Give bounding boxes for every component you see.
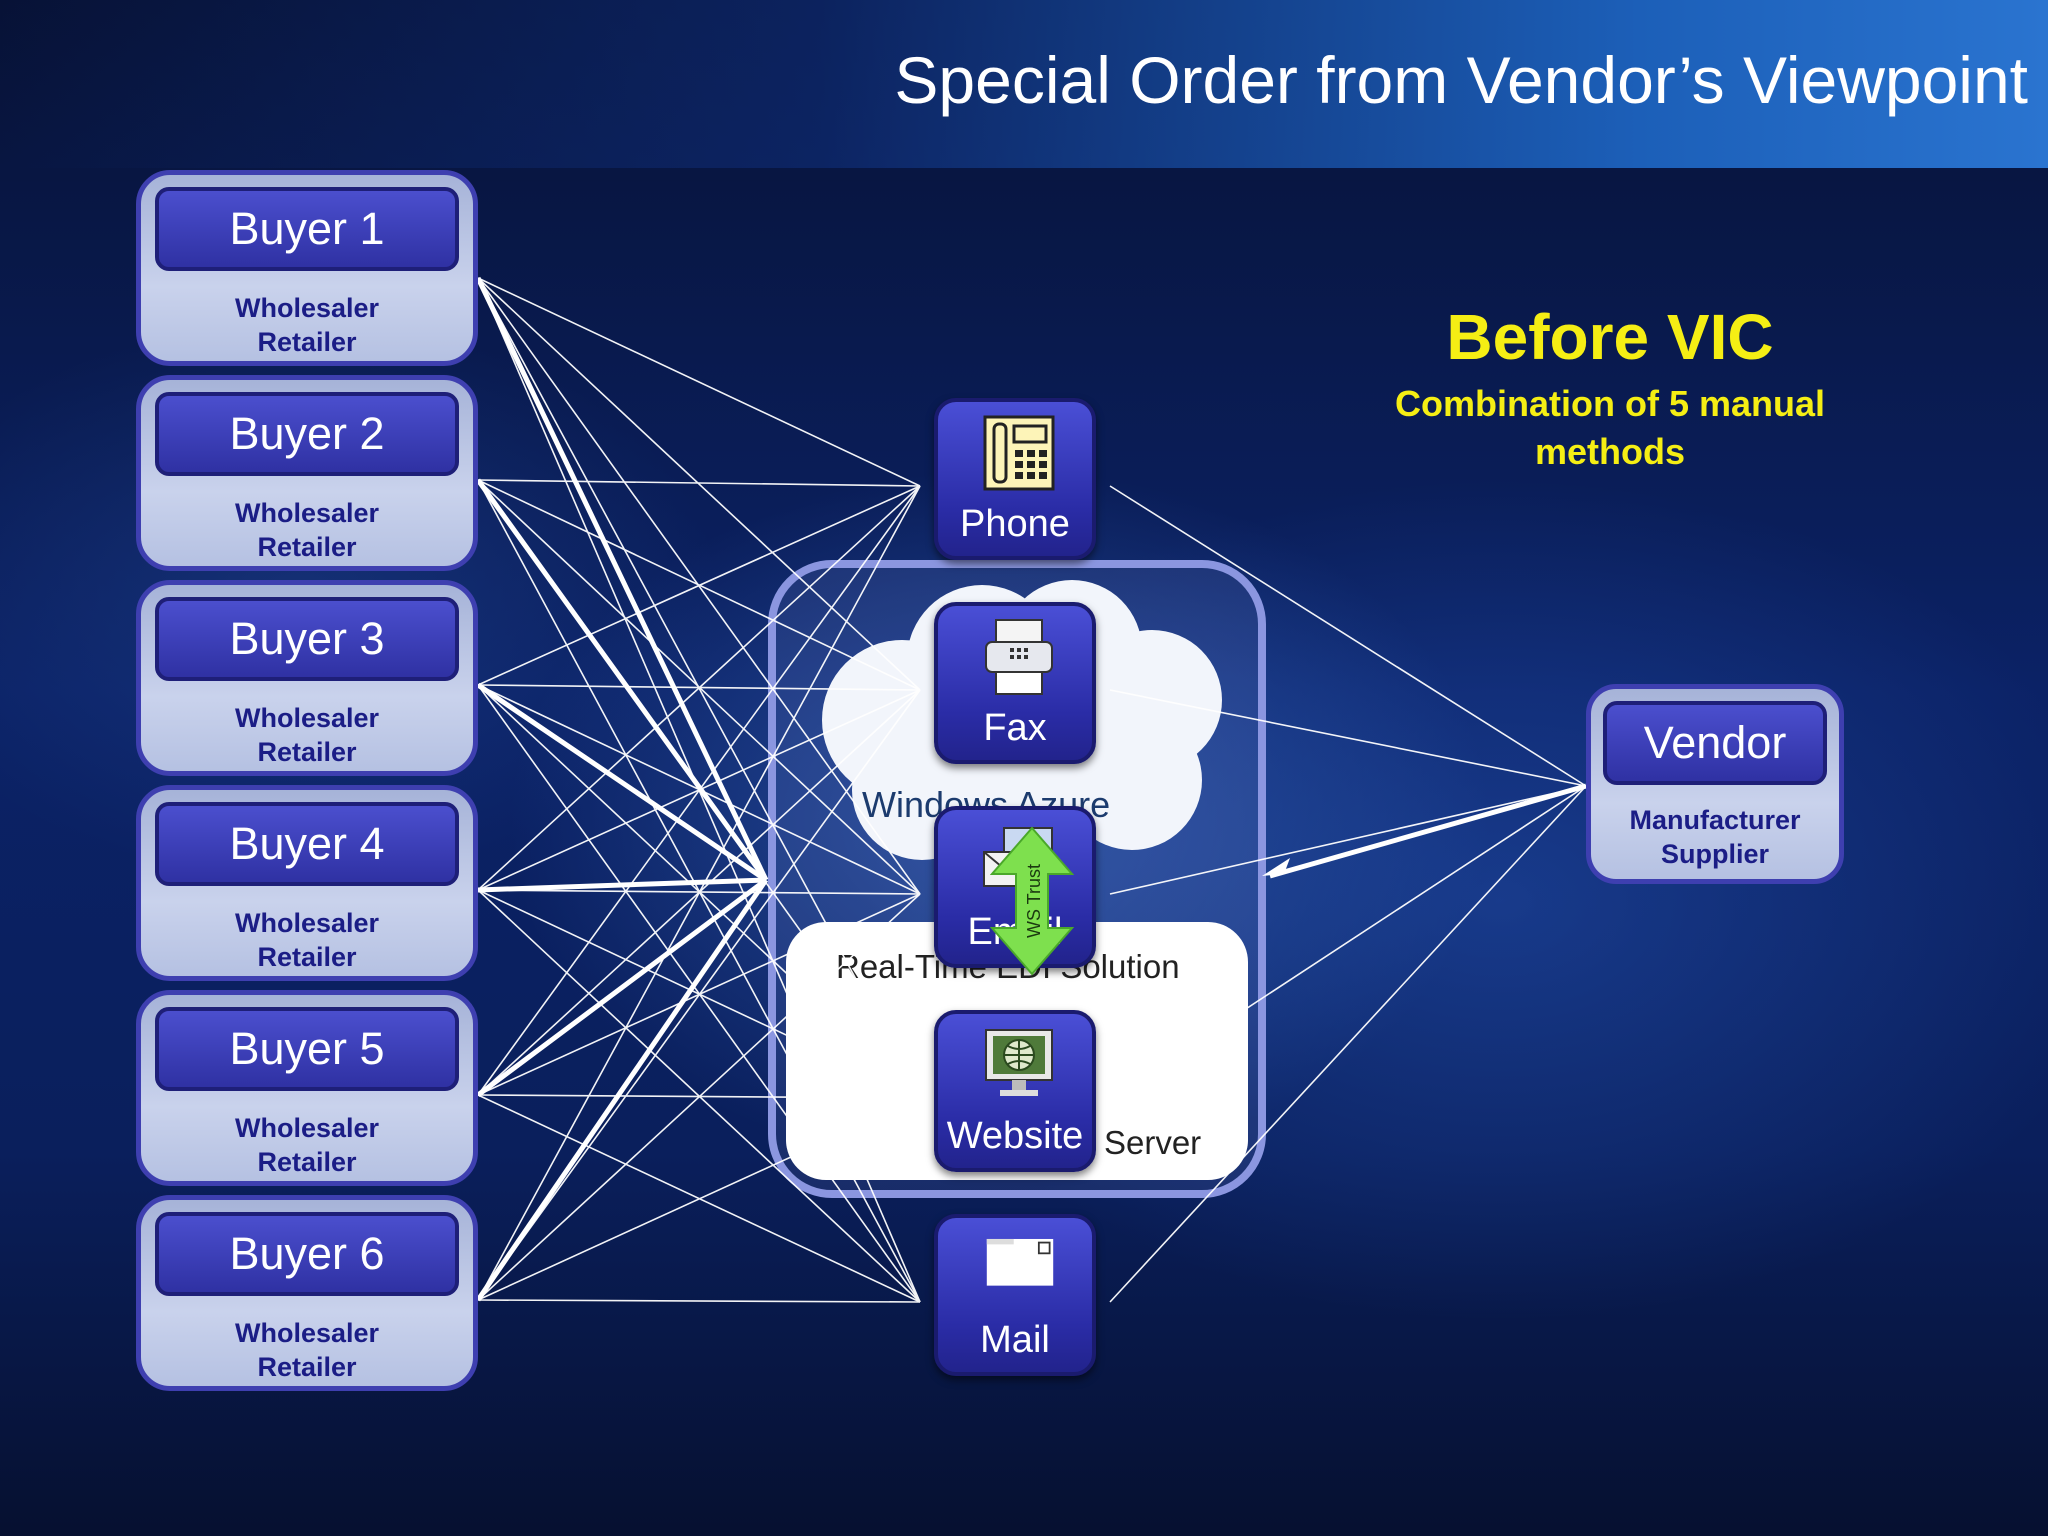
vendor-card: Vendor Manufacturer Supplier — [1586, 684, 1844, 884]
buyer-card-3: Buyer 3 Wholesaler Retailer — [136, 580, 478, 776]
method-vendor-connector — [1109, 785, 1587, 1303]
vendor-type: Manufacturer — [1629, 805, 1801, 835]
buyer-method-connector — [477, 1299, 921, 1303]
method-vendor-connector — [1109, 485, 1587, 787]
buyer-method-connector — [477, 893, 921, 1301]
buyer-method-connector — [477, 485, 921, 686]
buyer-type: Retailer — [257, 1147, 357, 1177]
before-vic-heading: Before VIC — [1446, 301, 1774, 373]
vendor-type: Supplier — [1660, 839, 1769, 869]
buyer-card-1: Buyer 1 Wholesaler Retailer — [136, 170, 478, 366]
buyer-name: Buyer 2 — [155, 392, 459, 476]
method-label: Phone — [960, 503, 1070, 545]
buyer-hub-connector — [477, 877, 767, 893]
buyer-type: Wholesaler — [234, 293, 380, 323]
website-icon — [985, 1029, 1053, 1096]
vendor-name: Vendor — [1603, 701, 1827, 785]
buyer-type: Retailer — [257, 737, 357, 767]
buyer-type: Wholesaler — [234, 498, 380, 528]
ws-trust-arrow-icon: WS Trust — [990, 826, 1074, 976]
buyer-method-connector — [477, 277, 921, 487]
vendor-hub-connector — [1269, 783, 1587, 879]
before-vic-subtitle: Combination of 5 manual methods — [1290, 380, 1930, 476]
buyer-name: Buyer 1 — [155, 187, 459, 271]
method-label: Fax — [983, 707, 1047, 749]
buyer-name: Buyer 3 — [155, 597, 459, 681]
buyer-name: Buyer 4 — [155, 802, 459, 886]
method-website: Website — [934, 1010, 1096, 1172]
arrow-head-icon — [1262, 858, 1290, 876]
buyer-type: Retailer — [257, 942, 357, 972]
buyer-type: Retailer — [257, 327, 357, 357]
buyer-method-connector — [477, 689, 921, 1301]
buyer-method-connector — [477, 485, 921, 1301]
buyer-hub-connector — [475, 478, 769, 882]
buyer-hub-connector — [475, 878, 769, 1302]
method-label: Mail — [980, 1319, 1050, 1361]
ws-trust-label: WS Trust — [1024, 864, 1044, 938]
buyer-type: Wholesaler — [234, 908, 380, 938]
before-vic-subtitle-line: methods — [1534, 431, 1685, 472]
buyer-card-2: Buyer 2 Wholesaler Retailer — [136, 375, 478, 571]
buyer-method-connector — [477, 485, 921, 891]
buyer-name: Buyer 6 — [155, 1212, 459, 1296]
method-vendor-connector — [1109, 689, 1587, 787]
buyer-name: Buyer 5 — [155, 1007, 459, 1091]
buyer-type: Retailer — [257, 532, 357, 562]
buyer-method-connector — [477, 277, 921, 691]
title-banner — [0, 0, 2048, 168]
buyer-hub-connector — [476, 682, 768, 883]
buyer-card-5: Buyer 5 Wholesaler Retailer — [136, 990, 478, 1186]
mail-icon — [986, 1238, 1054, 1286]
buyer-type: Retailer — [257, 1352, 357, 1382]
fax-icon — [985, 619, 1053, 695]
method-phone: Phone — [934, 398, 1096, 560]
before-vic-subtitle-line: Combination of 5 manual — [1394, 383, 1825, 424]
buyer-type: Wholesaler — [234, 1318, 380, 1348]
buyer-card-4: Buyer 4 Wholesaler Retailer — [136, 785, 478, 981]
buyer-hub-connector — [475, 276, 769, 882]
buyer-hub-connector — [476, 877, 768, 1098]
buyer-type: Wholesaler — [234, 703, 380, 733]
method-label: Website — [946, 1115, 1084, 1157]
method-vendor-connector — [1109, 785, 1587, 895]
buyer-card-6: Buyer 6 Wholesaler Retailer — [136, 1195, 478, 1391]
buyer-type: Wholesaler — [234, 1113, 380, 1143]
method-mail: Mail — [934, 1214, 1096, 1376]
method-fax: Fax — [934, 602, 1096, 764]
phone-icon — [983, 415, 1055, 491]
buyer-method-connector — [477, 1097, 921, 1301]
method-vendor-connector — [1109, 785, 1587, 1099]
buyer-method-connector — [477, 479, 921, 487]
page-title: Special Order from Vendor’s Viewpoint — [894, 43, 2028, 117]
